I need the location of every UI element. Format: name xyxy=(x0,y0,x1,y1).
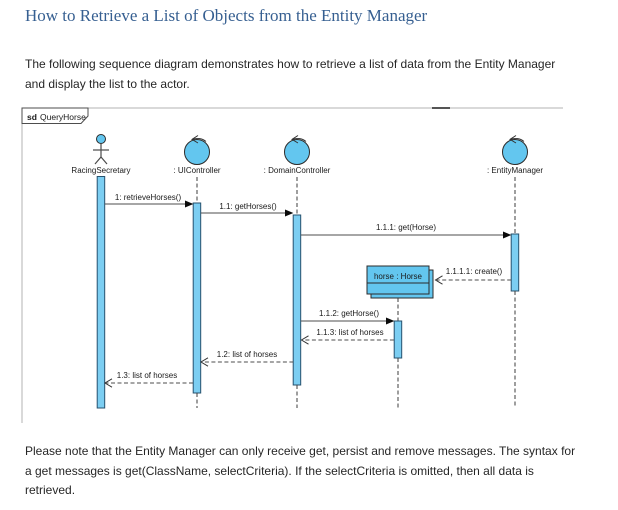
lifeline-label: horse : Horse xyxy=(374,272,423,281)
lifeline-racingsecretary: RacingSecretary xyxy=(71,134,131,409)
note-paragraph: Please note that the Entity Manager can … xyxy=(25,444,576,497)
activation-bar xyxy=(292,214,302,386)
message-label: 1.2: list of horses xyxy=(217,350,277,359)
activation-bar xyxy=(96,176,106,409)
frame-name: QueryHorse xyxy=(40,112,86,122)
message-label: 1: retrieveHorses() xyxy=(115,193,182,202)
message-gethorse: 1.1.2: getHorse() xyxy=(300,309,395,325)
message-list-of-horses-inner: 1.1.3: list of horses xyxy=(300,328,394,345)
control-object-icon xyxy=(284,135,310,165)
lifeline-domaincontroller: : DomainController xyxy=(264,135,331,408)
lifeline-horse-object: horse : Horse xyxy=(366,265,434,408)
page-title: How to Retrieve a List of Objects from t… xyxy=(25,6,428,25)
control-object-icon xyxy=(502,135,528,165)
arrowhead-open xyxy=(104,378,113,388)
intro-paragraph: The following sequence diagram demonstra… xyxy=(25,57,556,91)
arrowhead xyxy=(285,209,294,217)
message-label: 1.3: list of horses xyxy=(117,371,177,380)
message-label: 1.1: getHorses() xyxy=(219,202,277,211)
lifeline-label: : EntityManager xyxy=(487,166,543,175)
lifeline-entitymanager: : EntityManager xyxy=(487,135,543,408)
message-label: 1.1.3: list of horses xyxy=(316,328,383,337)
message-list-of-horses-outer: 1.3: list of horses xyxy=(104,371,193,388)
activation-bar xyxy=(510,233,520,292)
diagram-frame: sd QueryHorse xyxy=(21,107,563,423)
message-gethorses: 1.1: getHorses() xyxy=(200,202,294,217)
message-retrievehorses: 1: retrieveHorses() xyxy=(104,193,194,208)
arrowhead-open xyxy=(300,335,309,345)
message-label: 1.1.1.1: create() xyxy=(446,267,503,276)
arrowhead xyxy=(185,200,194,208)
actor-icon xyxy=(93,134,109,165)
message-get-horse: 1.1.1: get(Horse) xyxy=(300,223,512,239)
lifeline-label: RacingSecretary xyxy=(71,166,130,175)
arrowhead xyxy=(503,231,512,239)
frame-keyword: sd xyxy=(27,112,37,122)
activation-bar xyxy=(192,202,202,394)
horse-object-box xyxy=(366,265,430,295)
sequence-diagram: sd QueryHorse RacingSecretary : UIContro… xyxy=(21,107,563,423)
arrowhead xyxy=(386,317,395,325)
lifeline-label: : UIController xyxy=(173,166,220,175)
control-object-icon xyxy=(184,135,210,165)
activation-bar xyxy=(393,320,403,359)
message-list-of-horses-mid: 1.2: list of horses xyxy=(200,350,294,367)
lifeline-uicontroller: : UIController xyxy=(173,135,221,408)
frame-name-pentagon xyxy=(21,107,89,124)
message-label: 1.1.1: get(Horse) xyxy=(376,223,436,232)
message-create: 1.1.1.1: create() xyxy=(434,267,512,285)
message-label: 1.1.2: getHorse() xyxy=(319,309,379,318)
arrowhead-open xyxy=(434,275,443,285)
lifeline-label: : DomainController xyxy=(264,166,331,175)
arrowhead-open xyxy=(200,357,209,367)
